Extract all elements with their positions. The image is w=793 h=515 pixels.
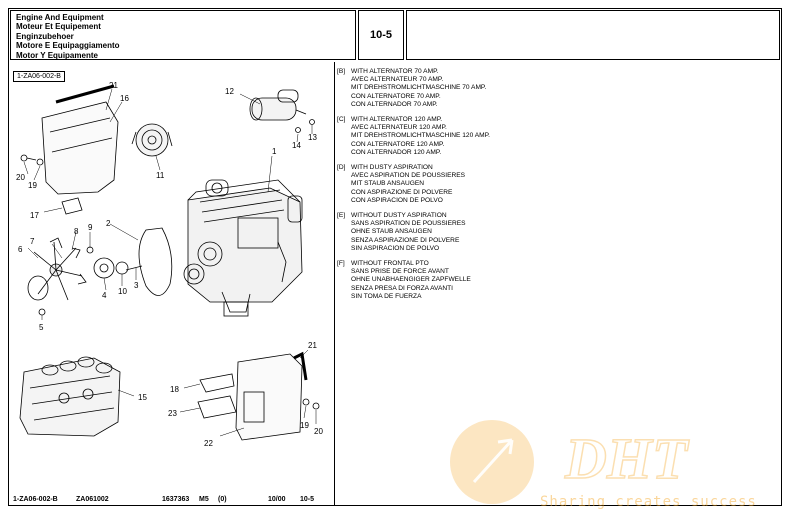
note-line: OHNE UNABHAENGIGER ZAPFWELLE	[351, 276, 471, 284]
note-line: WITHOUT DUSTY ASPIRATION	[351, 212, 447, 220]
callout-19-bottom: 19	[300, 421, 309, 430]
note-f: [F] WITHOUT FRONTAL PTO SANS PRISE DE FO…	[337, 260, 577, 301]
note-b: [B] WITH ALTERNATOR 70 AMP. AVEC ALTERNA…	[337, 68, 577, 109]
note-tag: [C]	[337, 116, 346, 124]
note-line: MIT STAUB ANSAUGEN	[351, 180, 425, 188]
watermark-brand: DHT	[564, 426, 690, 491]
callout-10: 10	[118, 287, 127, 296]
title-fr: Moteur Et Equipement	[16, 22, 101, 32]
page-frame	[8, 8, 782, 506]
short-block-drawing	[19, 356, 121, 437]
header-blank-cell	[406, 10, 780, 60]
note-tag: [D]	[337, 164, 346, 172]
alternator-drawing	[131, 123, 173, 157]
note-line: CON ALTERNATORE 70 AMP.	[351, 92, 441, 100]
callout-19: 19	[28, 181, 37, 190]
note-line: AVEC ALTERNATEUR 120 AMP.	[351, 124, 447, 132]
callout-23: 23	[168, 409, 177, 418]
footer-page: 10-5	[300, 496, 315, 503]
header-title-block: Engine And Equipment Moteur Et Equipemen…	[10, 10, 356, 60]
callout-1: 1	[272, 147, 277, 156]
note-tag: [F]	[337, 260, 345, 268]
callout-16: 16	[120, 94, 129, 103]
note-line: OHNE STAUB ANSAUGEN	[351, 228, 432, 236]
note-line: SANS PRISE DE FORCE AVANT	[351, 268, 449, 276]
watermark-slogan: Sharing creates success	[540, 494, 757, 510]
note-e: [E] WITHOUT DUSTY ASPIRATION SANS ASPIRA…	[337, 212, 577, 253]
figure-reference: 1-ZA06-002-B	[13, 71, 65, 82]
callout-3: 3	[134, 281, 139, 290]
callout-8: 8	[74, 227, 79, 236]
note-tag: [B]	[337, 68, 346, 75]
callout-2: 2	[106, 219, 111, 228]
note-line: CON ALTERNATORE 120 AMP.	[351, 140, 445, 148]
note-line: CON ALTERNADOR 120 AMP.	[351, 148, 442, 156]
callout-6: 6	[18, 245, 23, 254]
note-line: AVEC ALTERNATEUR 70 AMP.	[351, 76, 444, 84]
callout-14: 14	[292, 141, 301, 150]
dht-watermark: DHT Sharing creates success	[450, 420, 757, 510]
callout-22: 22	[204, 439, 213, 448]
callout-15: 15	[138, 393, 147, 402]
footer-ref: 1-ZA06-002-B	[13, 496, 58, 503]
footer-number: 1637363	[162, 496, 190, 503]
note-line: WITH ALTERNATOR 120 AMP.	[351, 116, 443, 124]
callout-21-bottom: 21	[308, 341, 317, 350]
footer-zero: (0)	[218, 496, 227, 503]
callout-11: 11	[156, 171, 165, 180]
note-line: CON ALTERNADOR 70 AMP.	[351, 100, 438, 108]
callout-7: 7	[30, 237, 35, 246]
note-tag: [E]	[337, 212, 346, 220]
callout-13: 13	[308, 133, 317, 142]
note-line: AVEC ASPIRATION DE POUSSIERES	[351, 172, 466, 180]
heat-shield-drawing	[41, 101, 119, 195]
callout-20-bottom: 20	[314, 427, 323, 436]
note-line: SIN ASPIRACION DE POLVO	[351, 244, 440, 252]
callout-9: 9	[88, 223, 93, 232]
note-line: MIT DREHSTROMLICHTMASCHINE 120 AMP.	[351, 132, 490, 140]
note-line: CON ASPIRAZIONE DI POLVERE	[351, 188, 453, 196]
footer-m: M5	[199, 496, 209, 503]
title-en: Engine And Equipment	[16, 13, 104, 22]
callout-21-top: 21	[109, 81, 118, 90]
footer-date: 10/00	[268, 496, 286, 503]
note-line: WITH DUSTY ASPIRATION	[351, 164, 433, 172]
callout-17: 17	[30, 211, 39, 220]
note-line: MIT DREHSTROMLICHTMASCHINE 70 AMP.	[351, 84, 487, 92]
note-line: CON ASPIRACION DE POLVO	[351, 196, 443, 204]
variant-notes: [B] WITH ALTERNATOR 70 AMP. AVEC ALTERNA…	[337, 68, 577, 308]
starter-motor-drawing	[249, 89, 307, 121]
engine-assembly-drawing	[183, 179, 303, 317]
note-c: [C] WITH ALTERNATOR 120 AMP. AVEC ALTERN…	[337, 116, 577, 157]
note-line: WITHOUT FRONTAL PTO	[351, 260, 429, 268]
note-d: [D] WITH DUSTY ASPIRATION AVEC ASPIRATIO…	[337, 164, 577, 205]
callout-5: 5	[39, 323, 44, 332]
note-line: SENZA ASPIRAZIONE DI POLVERE	[351, 236, 460, 244]
title-de: Enginzubehoer	[16, 31, 74, 41]
column-divider	[334, 62, 335, 506]
note-line: SIN TOMA DE FUERZA	[351, 292, 422, 300]
footer-code: ZA061002	[76, 496, 109, 503]
note-line: WITH ALTERNATOR 70 AMP.	[351, 68, 439, 75]
exploded-parts-diagram: 21 16 12 11 14 13 20 19 1 17 2 9 8 7 6 4…	[16, 81, 323, 448]
callout-4: 4	[102, 291, 107, 300]
callout-18: 18	[170, 385, 179, 394]
callout-12: 12	[225, 87, 234, 96]
belt-drawing	[138, 227, 173, 296]
title-es: Motor Y Equipamente	[16, 50, 98, 60]
callout-20: 20	[16, 173, 25, 182]
note-line: SENZA PRESA DI FORZA AVANTI	[351, 284, 453, 292]
header-page-code: 10-5	[358, 10, 404, 60]
title-it: Motore E Equipaggiamento	[16, 41, 120, 51]
note-line: SANS ASPIRATION DE POUSSIERES	[351, 220, 466, 228]
fan-drawing	[27, 237, 87, 301]
